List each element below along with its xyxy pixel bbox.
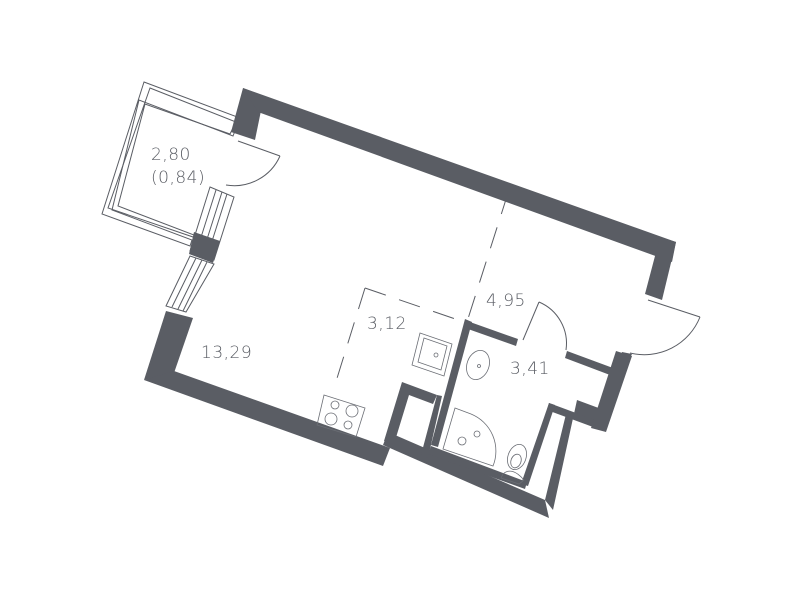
balcony-door[interactable] [225, 140, 281, 187]
window-left [165, 186, 235, 313]
shower-icon [442, 407, 497, 467]
stove-icon [316, 394, 366, 438]
bathroom-door[interactable] [522, 301, 567, 351]
bathroom-sink-icon [466, 350, 490, 380]
room-label-bathroom: 3,41 [510, 359, 550, 379]
room-label-hallway: 4,95 [486, 291, 526, 311]
zone-dividers [333, 192, 509, 389]
balcony-sub-area: (0,84) [151, 167, 206, 188]
kitchen-sink-icon [411, 332, 453, 377]
entry-door[interactable] [629, 299, 701, 356]
room-label-living: 13,29 [201, 343, 253, 363]
balcony-area: 2,80 [151, 145, 191, 165]
toilet-icon [500, 444, 527, 485]
room-label-kitchen: 3,12 [367, 314, 407, 334]
room-label-balcony: 2,80 (0,84) [151, 144, 205, 190]
